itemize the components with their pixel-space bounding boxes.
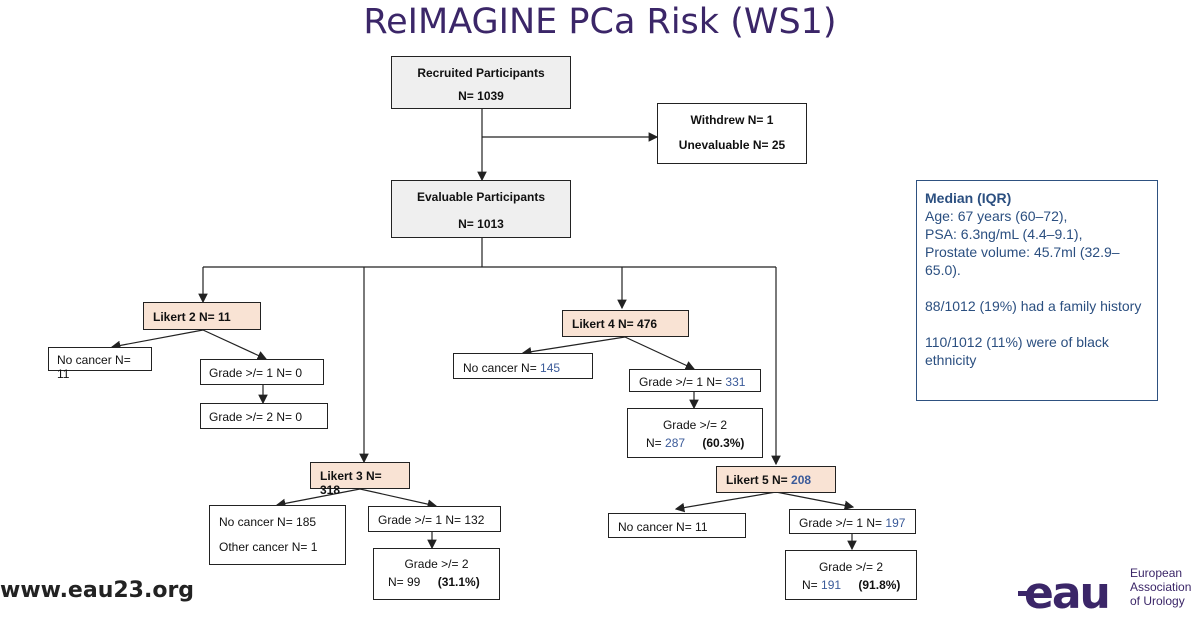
evaluable-label: Evaluable Participants: [416, 190, 546, 204]
likert4-no-cancer-n: 145: [540, 361, 561, 375]
arrow-l2-grade1: [202, 329, 268, 360]
evaluable-count: N= 1013: [458, 217, 504, 231]
likert5-grade1-n: 197: [885, 516, 906, 530]
likert4-grade2-pct: (60.3%): [702, 436, 745, 450]
excluded-box: Withdrew N= 1 Unevaluable N= 25: [657, 103, 807, 164]
likert5-grade2-prefix: N=: [802, 578, 822, 592]
eau-org-line3: of Urology: [1130, 594, 1185, 608]
unevaluable-text: Unevaluable N= 25: [678, 138, 786, 152]
likert4-box: Likert 4 N= 476: [562, 310, 689, 337]
median-prostate-volume: Prostate volume: 45.7ml (32.9–65.0).: [925, 244, 1120, 278]
footer-url: www.eau23.org: [0, 578, 195, 603]
likert5-grade1-label: Grade >/= 1 N=: [799, 516, 886, 530]
eau-org-line1: European: [1130, 566, 1183, 580]
likert3-box: Likert 3 N= 318: [310, 462, 410, 497]
likert5-grade2-n: 191: [821, 578, 842, 592]
likert3-other-cancer: Other cancer N= 1: [219, 540, 318, 554]
likert4-grade1-label: Grade >/= 1 N=: [639, 375, 726, 389]
eau-logo-icon: eau: [1018, 568, 1111, 618]
likert4-grade1-n: 331: [725, 375, 746, 389]
recruited-label: Recruited Participants: [417, 66, 545, 80]
likert2-grade2-box: Grade >/= 2 N= 0: [200, 403, 328, 429]
likert4-grade2-box: Grade >/= 2 N= 287 (60.3%): [627, 408, 763, 458]
median-psa: PSA: 6.3ng/mL (4.4–9.1),: [925, 226, 1083, 242]
likert3-no-cancer: No cancer N= 185: [219, 515, 317, 529]
eau-org-name: European Association of Urology: [1130, 566, 1191, 608]
median-age: Age: 67 years (60–72),: [925, 208, 1068, 224]
likert4-grade2-label: Grade >/= 2: [662, 418, 728, 432]
likert5-header-label: Likert 5 N=: [726, 473, 792, 487]
arrow-l4-grade1: [624, 336, 696, 370]
arrow-l2-nocancer: [110, 329, 204, 351]
likert4-grade1-box: Grade >/= 1 N= 331: [629, 369, 761, 392]
evaluable-box: Evaluable Participants N= 1013: [391, 180, 571, 238]
median-iqr-heading: Median (IQR): [925, 190, 1012, 206]
withdrew-text: Withdrew N= 1: [690, 113, 774, 127]
eau-org-line2: Association: [1130, 580, 1192, 594]
likert3-grade2-box: Grade >/= 2 N= 99 (31.1%): [373, 548, 500, 600]
likert4-grade2-n: 287: [665, 436, 686, 450]
likert4-grade2-prefix: N=: [646, 436, 666, 450]
likert3-grade1-box: Grade >/= 1 N= 132: [368, 506, 501, 532]
likert3-grade2-label: Grade >/= 2: [404, 557, 469, 571]
arrow-l3-nocancer: [275, 488, 361, 509]
likert5-header-n: 208: [791, 473, 812, 487]
likert5-grade1-box: Grade >/= 1 N= 197: [789, 509, 916, 534]
likert4-no-cancer-label: No cancer N=: [463, 361, 541, 375]
black-ethnicity-stat: 110/1012 (11%) were of black ethnicity: [925, 334, 1109, 368]
arrow-l3-grade1: [359, 488, 438, 509]
recruited-box: Recruited Participants N= 1039: [391, 56, 571, 109]
likert2-box: Likert 2 N= 11: [143, 302, 261, 330]
likert5-grade2-pct: (91.8%): [858, 578, 901, 592]
page-title: ReIMAGINE PCa Risk (WS1): [363, 2, 837, 42]
likert3-grade2-n: N= 99: [388, 575, 421, 589]
likert5-no-cancer-box: No cancer N= 11: [608, 513, 746, 538]
median-iqr-panel: Median (IQR) Age: 67 years (60–72), PSA:…: [916, 180, 1158, 401]
likert3-grade2-pct: (31.1%): [437, 575, 480, 589]
likert5-box: Likert 5 N= 208: [716, 466, 836, 493]
eau-logo-mark: eau: [1024, 568, 1109, 618]
arrow-l5-nocancer: [674, 491, 777, 513]
likert5-grade2-box: Grade >/= 2 N= 191 (91.8%): [785, 550, 917, 600]
arrow-l5-grade1: [775, 491, 855, 511]
likert3-no-cancer-box: No cancer N= 185 Other cancer N= 1: [209, 505, 346, 565]
likert2-grade1-box: Grade >/= 1 N= 0: [200, 359, 324, 385]
likert2-no-cancer-box: No cancer N= 11: [48, 347, 152, 381]
arrow-l4-nocancer: [521, 336, 626, 357]
family-history-stat: 88/1012 (19%) had a family history: [925, 298, 1142, 314]
likert5-grade2-label: Grade >/= 2: [818, 560, 884, 574]
recruited-count: N= 1039: [458, 89, 504, 103]
likert4-no-cancer-box: No cancer N= 145: [453, 353, 593, 379]
